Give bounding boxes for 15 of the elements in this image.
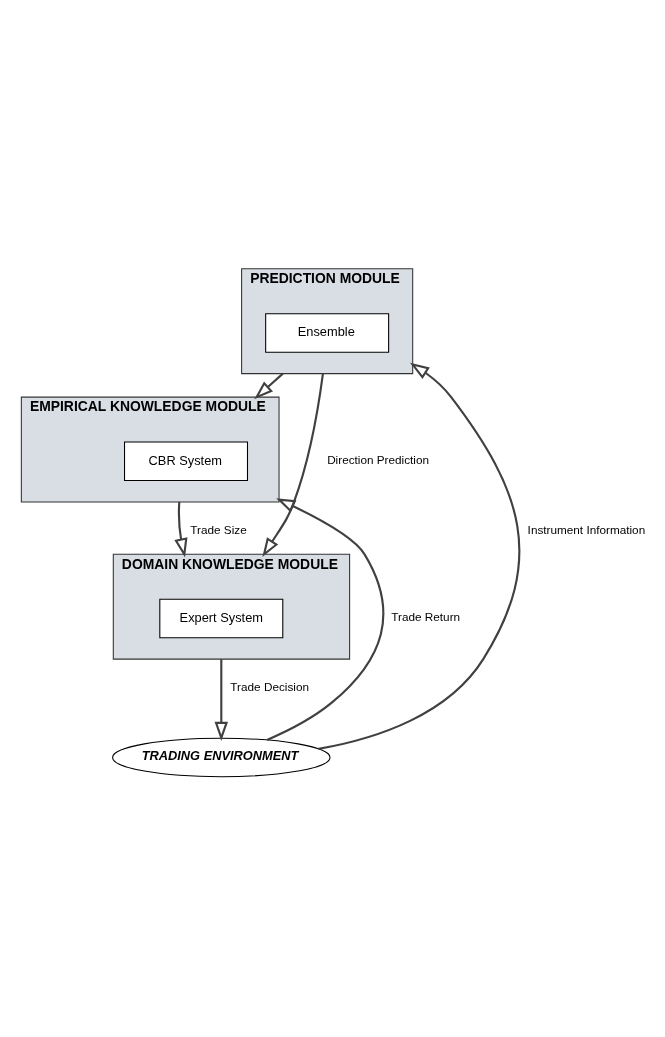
edge-label: Trade Decision <box>230 679 309 693</box>
node-box: Expert System <box>159 598 284 639</box>
arrow <box>214 659 229 742</box>
node-ellipse: TRADING ENVIRONMENT <box>112 737 331 778</box>
arrow <box>266 498 385 741</box>
node-box: Ensemble <box>265 313 390 353</box>
arrow <box>174 501 188 558</box>
node-box: CBR System <box>124 441 249 482</box>
arrow <box>318 362 521 750</box>
arrow <box>262 373 324 558</box>
edge-label: Instrument Information <box>527 522 646 536</box>
arrow <box>254 372 284 400</box>
edge-label: Direction Prediction <box>327 453 430 467</box>
edge-label: Trade Size <box>190 522 247 536</box>
edge-label: Trade Return <box>391 610 461 624</box>
